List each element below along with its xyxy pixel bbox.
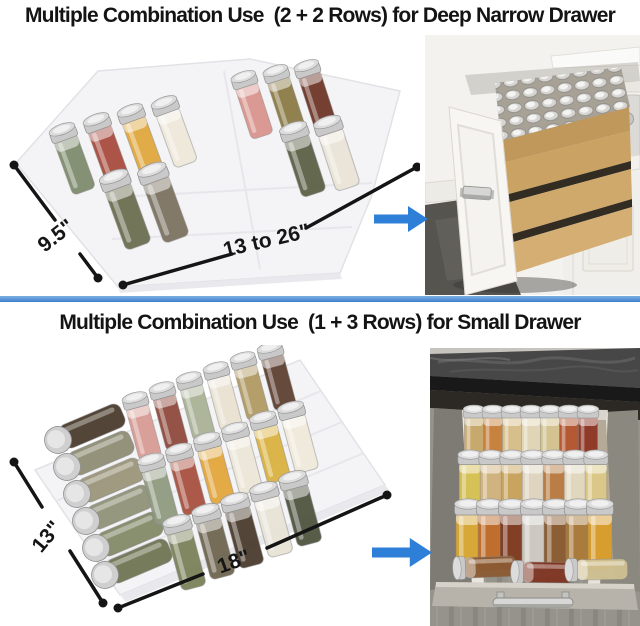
bottom-depth-dimension-label: 13": [27, 517, 66, 557]
top-rack-photo: 9.5" 13 to 26": [9, 56, 420, 293]
spice-jar: [451, 554, 517, 581]
bottom-drawer-photo: [430, 348, 640, 626]
countertop: [550, 46, 640, 69]
spice-jar: [510, 559, 575, 585]
drawer-handle: [459, 185, 495, 201]
spice-jar: [564, 557, 629, 583]
acrylic-rack: [15, 58, 401, 293]
drawer-handle: [492, 591, 574, 608]
drawer-front: [432, 582, 638, 610]
bottom-rack-photo: 13" 18": [9, 345, 392, 613]
section-divider: [0, 296, 640, 302]
arrow-right-icon: [372, 538, 432, 567]
granite-countertop: [430, 348, 640, 420]
top-drawer-photo: [425, 35, 640, 295]
pullout-wooden-drawer: [448, 67, 632, 295]
jar-cap-grid: [495, 67, 630, 141]
bottom-section-title: Multiple Combination Use (1 + 3 Rows) fo…: [59, 311, 581, 334]
arrow-right-icon: [374, 206, 428, 232]
drawer-front-panel: [448, 106, 518, 295]
top-section-title: Multiple Combination Use (2 + 2 Rows) fo…: [24, 4, 616, 27]
